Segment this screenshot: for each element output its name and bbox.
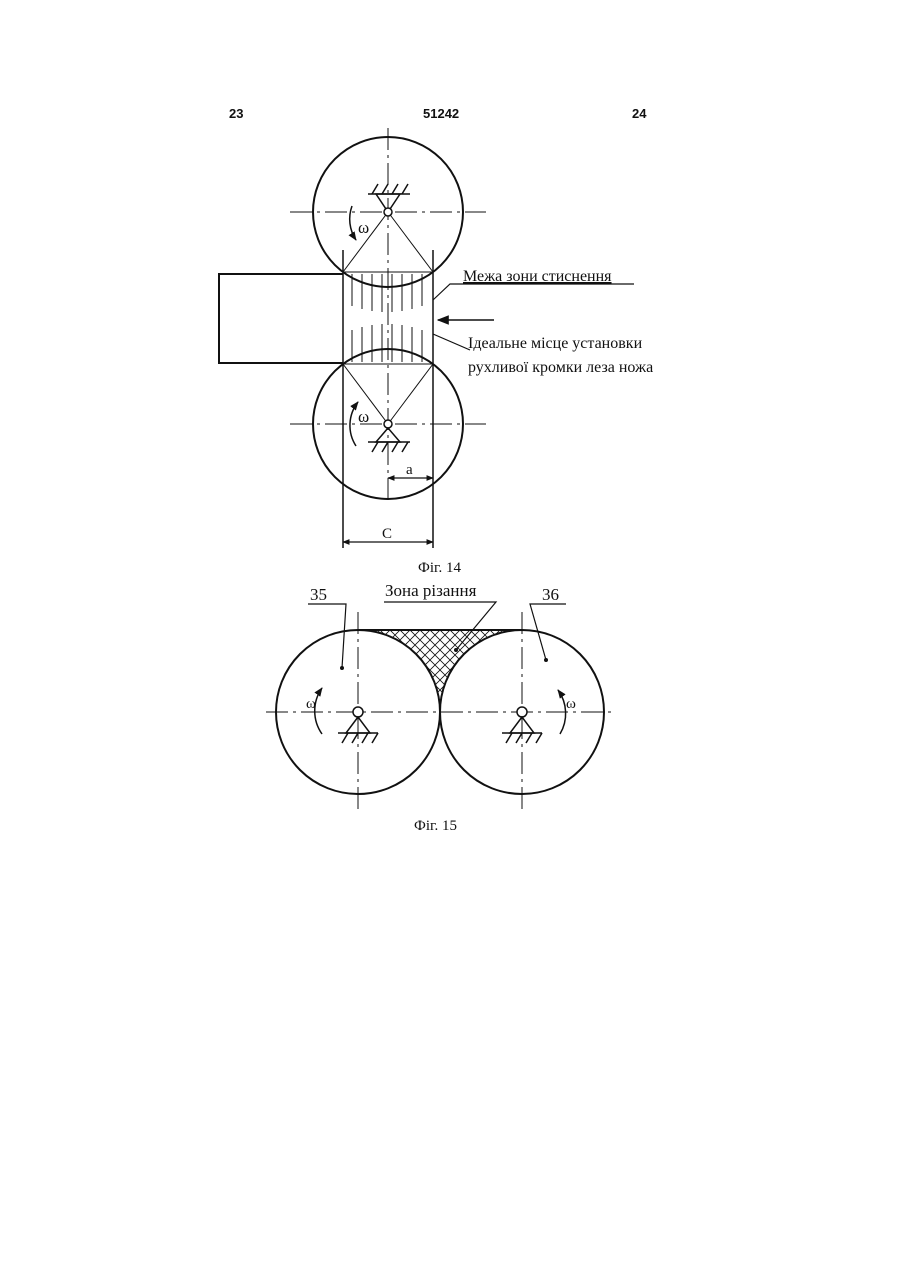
dimension-a-label: a	[406, 462, 413, 478]
compression-boundary-label: Межа зони стиснення	[463, 268, 612, 285]
ideal-position-label-line2: рухливої кромки леза ножа	[468, 359, 653, 376]
bottom-pivot-support	[368, 420, 410, 452]
dimension-c-label: C	[382, 526, 392, 542]
rotation-arrow-top	[350, 206, 356, 240]
omega-left-label: ω	[306, 696, 316, 712]
fig15	[266, 602, 614, 812]
roller-35-number: 35	[310, 585, 327, 604]
omega-top-label: ω	[358, 218, 369, 237]
top-pivot-support	[368, 184, 410, 216]
compression-zone-boundaries	[343, 250, 433, 548]
fig15-caption: Фіг. 15	[414, 818, 457, 834]
feed-block	[219, 274, 343, 363]
pressure-arrows-top	[352, 274, 422, 312]
omega-right-label: ω	[566, 696, 576, 712]
cutting-zone-label: Зона різання	[385, 581, 477, 600]
omega-bottom-label: ω	[358, 407, 369, 426]
roller-36-number: 36	[542, 585, 559, 604]
leader-boundary	[433, 284, 634, 300]
leader-ideal	[433, 334, 470, 350]
pressure-arrows-bottom	[352, 324, 422, 362]
fig14-caption: Фіг. 14	[418, 560, 461, 576]
ideal-position-label-line1: Ідеальне місце установки	[468, 335, 643, 352]
